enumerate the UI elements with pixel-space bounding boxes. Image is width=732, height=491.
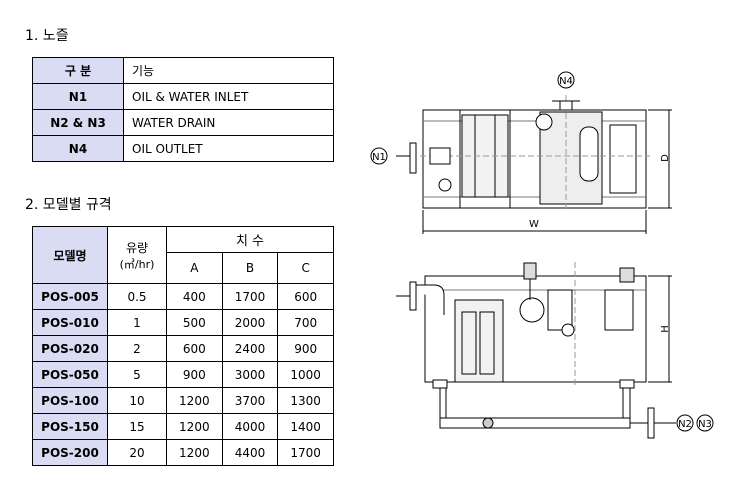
model-name-cell: POS-100 — [32, 387, 108, 414]
dim-a-cell: 400 — [166, 283, 223, 310]
w-dimension-label: W — [529, 219, 539, 230]
flow-header-label: 유량 — [125, 240, 149, 255]
n3-label: N3 — [698, 419, 712, 430]
flow-cell: 15 — [107, 413, 167, 440]
dim-a-cell: 500 — [166, 309, 223, 336]
n3-bubble — [696, 414, 714, 432]
flow-header-unit: (㎥/hr) — [119, 257, 155, 271]
dim-c-cell: 600 — [277, 283, 334, 310]
nozzle-id: N4 — [32, 135, 124, 162]
dim-a-header: A — [166, 252, 223, 284]
n1-label: N1 — [372, 152, 386, 163]
dim-c-cell: 1400 — [277, 413, 334, 440]
dim-c-cell: 1300 — [277, 387, 334, 414]
nozzle-function: WATER DRAIN — [123, 109, 334, 136]
model-name-cell: POS-020 — [32, 335, 108, 362]
side-view — [396, 262, 676, 439]
dim-a-cell: 900 — [166, 361, 223, 388]
nozzle-function: OIL OUTLET — [123, 135, 334, 162]
dim-b-header: B — [221, 252, 279, 284]
nozzle-header-function: 기능 — [123, 57, 334, 84]
section2-title: 2. 모델별 규격 — [25, 197, 112, 213]
n4-bubble — [557, 71, 575, 89]
nozzle-id: N1 — [32, 83, 124, 110]
model-header: 모델명 — [32, 226, 108, 284]
nozzle-id: N2 & N3 — [32, 109, 124, 136]
dim-b-cell: 2000 — [221, 309, 279, 336]
model-name-cell: POS-010 — [32, 309, 108, 336]
n2-label: N2 — [678, 419, 692, 430]
dim-b-cell: 4000 — [221, 413, 279, 440]
n1-bubble — [370, 147, 388, 165]
flow-cell: 0.5 — [107, 283, 167, 310]
nozzle-table: 구 분 기능 N1 OIL & WATER INLET N2 & N3 WATE… — [32, 57, 334, 162]
dim-c-cell: 1700 — [277, 439, 334, 466]
model-name-cell: POS-005 — [32, 283, 108, 310]
dim-c-cell: 900 — [277, 335, 334, 362]
dim-b-cell: 2400 — [221, 335, 279, 362]
n4-label: N4 — [559, 76, 573, 87]
dim-b-cell: 3700 — [221, 387, 279, 414]
flow-header: 유량 (㎥/hr) — [107, 226, 167, 284]
top-view — [396, 95, 672, 234]
dim-b-cell: 1700 — [221, 283, 279, 310]
d-dimension-label: D — [660, 154, 671, 162]
dim-a-cell: 1200 — [166, 439, 223, 466]
dim-b-cell: 4400 — [221, 439, 279, 466]
model-name-cell: POS-050 — [32, 361, 108, 388]
model-name-cell: POS-150 — [32, 413, 108, 440]
flow-cell: 20 — [107, 439, 167, 466]
section1-title: 1. 노즐 — [25, 28, 69, 44]
model-name-cell: POS-200 — [32, 439, 108, 466]
n2-bubble — [676, 414, 694, 432]
h-dimension-label: H — [660, 325, 671, 333]
